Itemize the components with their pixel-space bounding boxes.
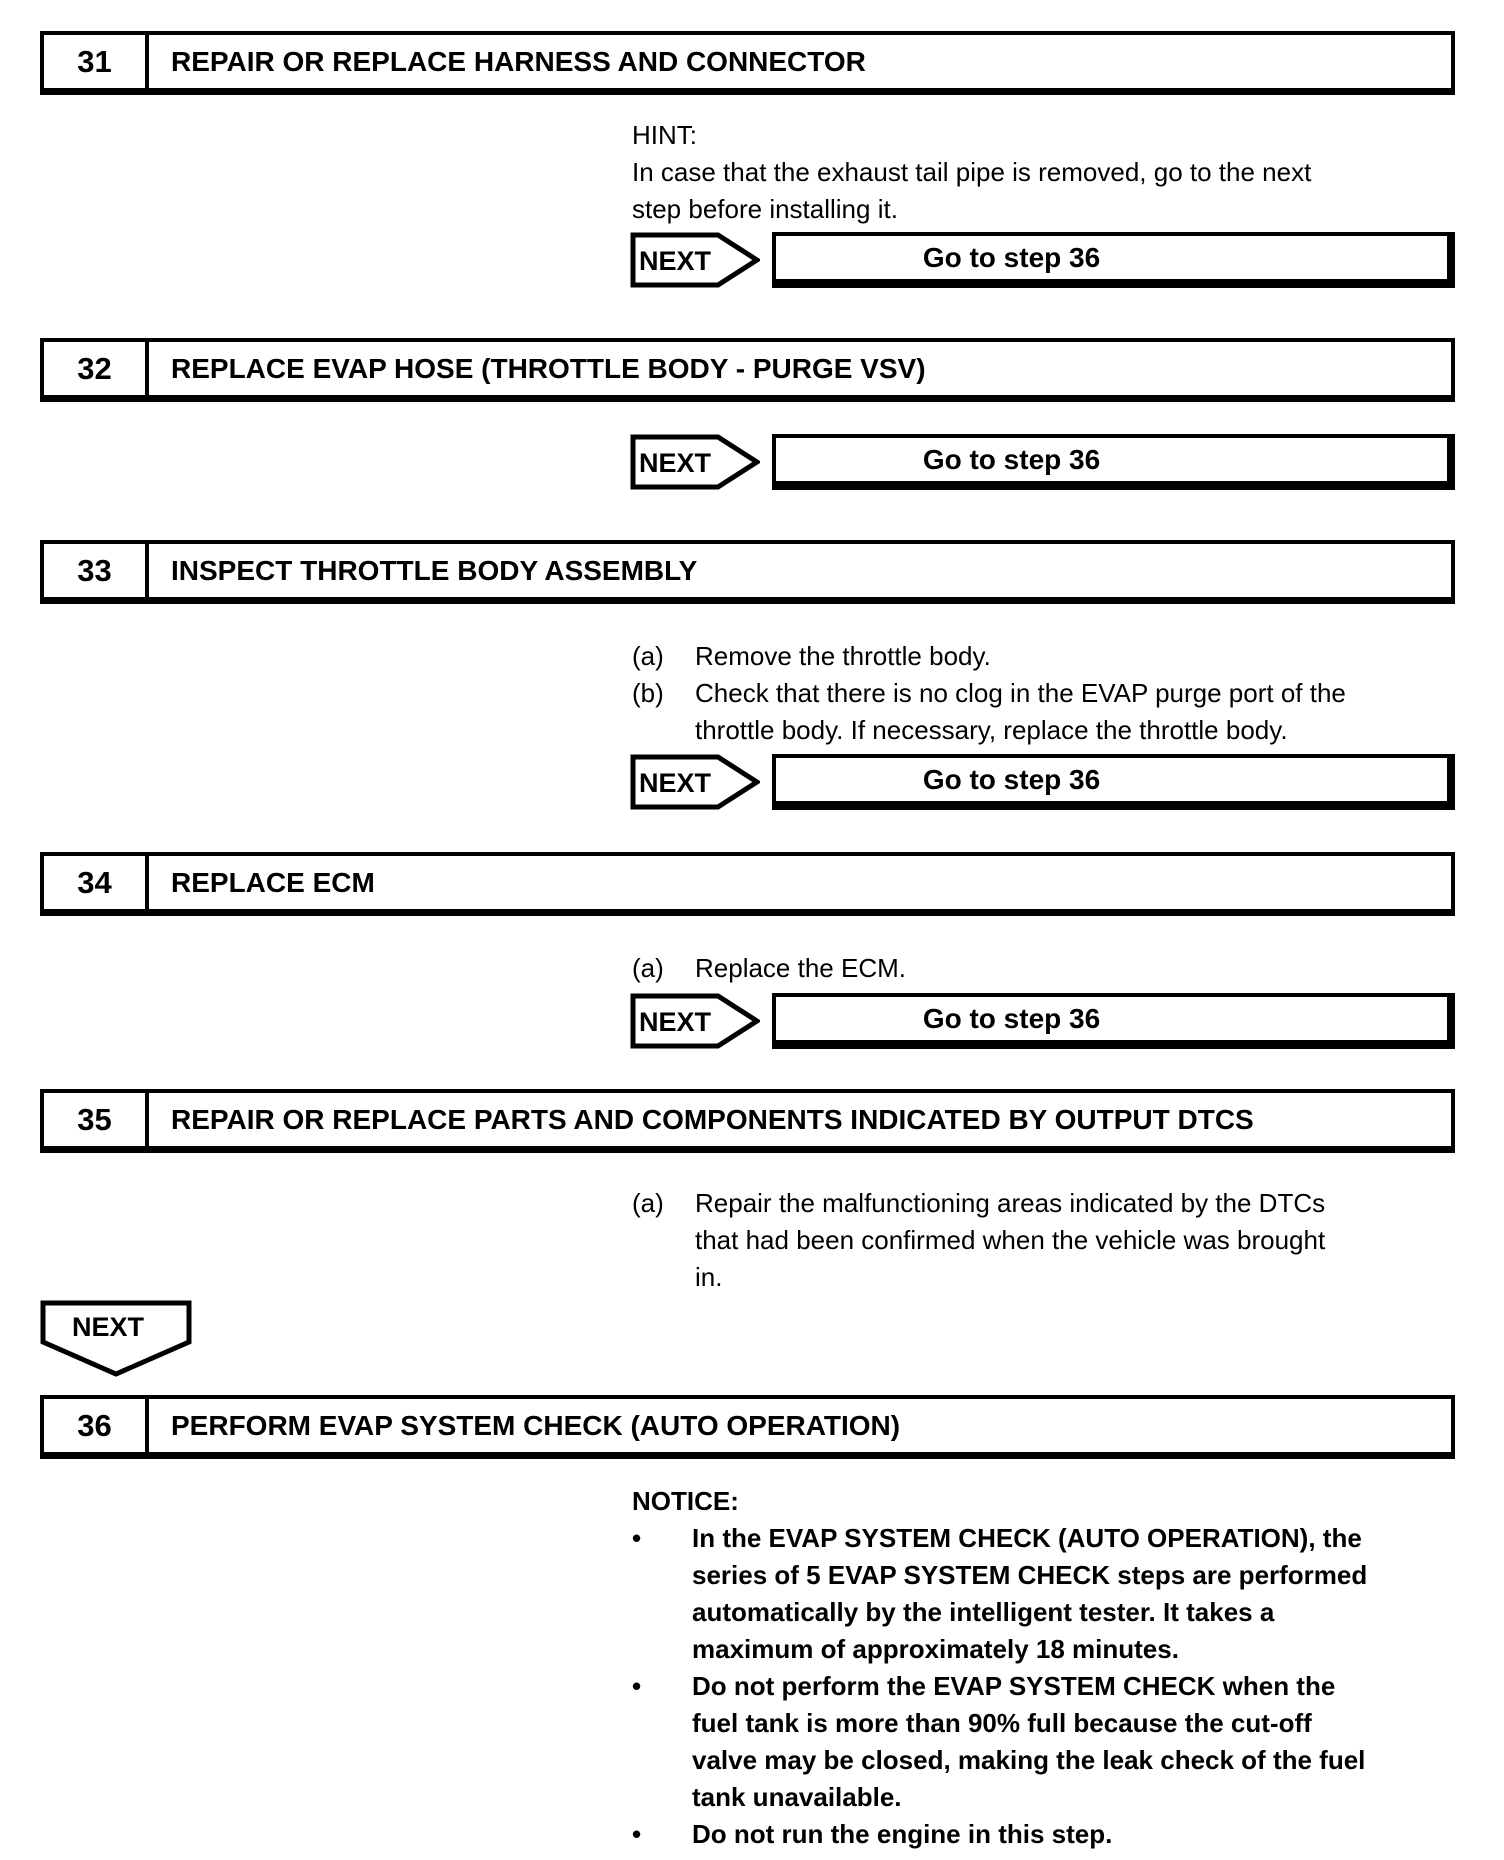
next-down-arrow-icon: NEXT — [40, 1300, 192, 1377]
next-goto-row: NEXT Go to step 36 — [630, 434, 1455, 490]
next-arrow-icon: NEXT — [630, 993, 760, 1049]
bullet-line: In the EVAP SYSTEM CHECK (AUTO OPERATION… — [692, 1523, 1362, 1553]
step-title: REPAIR OR REPLACE PARTS AND COMPONENTS I… — [171, 1103, 1254, 1135]
step-33-header: 33 INSPECT THROTTLE BODY ASSEMBLY — [40, 540, 1455, 604]
substep-marker: (b) — [632, 678, 664, 708]
bullet-line: fuel tank is more than 90% full because … — [692, 1708, 1312, 1738]
substep-marker: (a) — [632, 1188, 664, 1218]
notice-bullet: • Do not run the engine in this step. — [632, 1816, 1455, 1853]
next-label: NEXT — [72, 1312, 145, 1342]
notice-label: NOTICE: — [632, 1486, 739, 1516]
bullet-line: automatically by the intelligent tester.… — [692, 1597, 1275, 1627]
substep-line: in. — [695, 1262, 723, 1292]
substep-line: Remove the throttle body. — [695, 641, 991, 671]
bullet-line: series of 5 EVAP SYSTEM CHECK steps are … — [692, 1560, 1368, 1590]
next-goto-row: NEXT Go to step 36 — [630, 232, 1455, 288]
bullet-line: maximum of approximately 18 minutes. — [692, 1634, 1179, 1664]
notice-bullet: • In the EVAP SYSTEM CHECK (AUTO OPERATI… — [632, 1520, 1455, 1668]
step-36-header: 36 PERFORM EVAP SYSTEM CHECK (AUTO OPERA… — [40, 1395, 1455, 1459]
goto-box: Go to step 36 — [772, 993, 1455, 1049]
substep-list: (a) Remove the throttle body. (b) Check … — [632, 638, 1455, 749]
bullet-dot-icon: • — [632, 1819, 642, 1849]
bullet-line: Do not run the engine in this step. — [692, 1819, 1113, 1849]
step-number: 36 — [44, 1399, 149, 1452]
step-number: 31 — [44, 35, 149, 88]
step-number: 32 — [44, 342, 149, 395]
goto-box: Go to step 36 — [772, 232, 1455, 288]
substep: (a) Remove the throttle body. — [632, 638, 1455, 675]
step-31-header: 31 REPAIR OR REPLACE HARNESS AND CONNECT… — [40, 31, 1455, 95]
substep: (b) Check that there is no clog in the E… — [632, 675, 1455, 749]
step-34-header: 34 REPLACE ECM — [40, 852, 1455, 916]
substep-marker: (a) — [632, 641, 664, 671]
step-number: 34 — [44, 856, 149, 909]
step-32-header: 32 REPLACE EVAP HOSE (THROTTLE BODY - PU… — [40, 338, 1455, 402]
substep: (a) Repair the malfunctioning areas indi… — [632, 1185, 1455, 1296]
next-arrow-icon: NEXT — [630, 434, 760, 490]
step-title: PERFORM EVAP SYSTEM CHECK (AUTO OPERATIO… — [171, 1409, 901, 1441]
notice-bullet: • Do not perform the EVAP SYSTEM CHECK w… — [632, 1668, 1455, 1816]
hint-line: step before installing it. — [632, 194, 898, 224]
step-number: 33 — [44, 544, 149, 597]
substep: (a) Replace the ECM. — [632, 950, 1455, 987]
bullet-line: tank unavailable. — [692, 1782, 902, 1812]
substep-line: Check that there is no clog in the EVAP … — [695, 678, 1346, 708]
next-goto-row: NEXT Go to step 36 — [630, 754, 1455, 810]
goto-text: Go to step 36 — [922, 241, 1101, 273]
substep-list: (a) Repair the malfunctioning areas indi… — [632, 1185, 1455, 1296]
next-label: NEXT — [639, 448, 712, 478]
next-label: NEXT — [639, 246, 712, 276]
hint-line: In case that the exhaust tail pipe is re… — [632, 157, 1312, 187]
substep-line: that had been confirmed when the vehicle… — [695, 1225, 1326, 1255]
substep-line: Replace the ECM. — [695, 953, 906, 983]
step-title: REPLACE EVAP HOSE (THROTTLE BODY - PURGE… — [171, 352, 926, 384]
next-label: NEXT — [639, 1007, 712, 1037]
bullet-dot-icon: • — [632, 1523, 642, 1553]
step-35-header: 35 REPAIR OR REPLACE PARTS AND COMPONENT… — [40, 1089, 1455, 1153]
step-title: REPAIR OR REPLACE HARNESS AND CONNECTOR — [171, 45, 866, 77]
hint-block: HINT: In case that the exhaust tail pipe… — [632, 117, 1455, 228]
goto-box: Go to step 36 — [772, 754, 1455, 810]
step-number: 35 — [44, 1093, 149, 1146]
substep-marker: (a) — [632, 953, 664, 983]
bullet-line: Do not perform the EVAP SYSTEM CHECK whe… — [692, 1671, 1336, 1701]
substep-line: Repair the malfunctioning areas indicate… — [695, 1188, 1326, 1218]
goto-text: Go to step 36 — [922, 763, 1101, 795]
hint-label: HINT: — [632, 120, 697, 150]
substep-line: throttle body. If necessary, replace the… — [695, 715, 1288, 745]
next-goto-row: NEXT Go to step 36 — [630, 993, 1455, 1049]
next-arrow-icon: NEXT — [630, 754, 760, 810]
notice-block: NOTICE: • In the EVAP SYSTEM CHECK (AUTO… — [632, 1483, 1455, 1853]
next-label: NEXT — [639, 768, 712, 798]
step-title: INSPECT THROTTLE BODY ASSEMBLY — [171, 554, 698, 586]
goto-text: Go to step 36 — [922, 1002, 1101, 1034]
substep-list: (a) Replace the ECM. — [632, 950, 1455, 987]
goto-text: Go to step 36 — [922, 443, 1101, 475]
goto-box: Go to step 36 — [772, 434, 1455, 490]
bullet-dot-icon: • — [632, 1671, 642, 1701]
step-title: REPLACE ECM — [171, 866, 375, 898]
bullet-line: valve may be closed, making the leak che… — [692, 1745, 1366, 1775]
next-arrow-icon: NEXT — [630, 232, 760, 288]
